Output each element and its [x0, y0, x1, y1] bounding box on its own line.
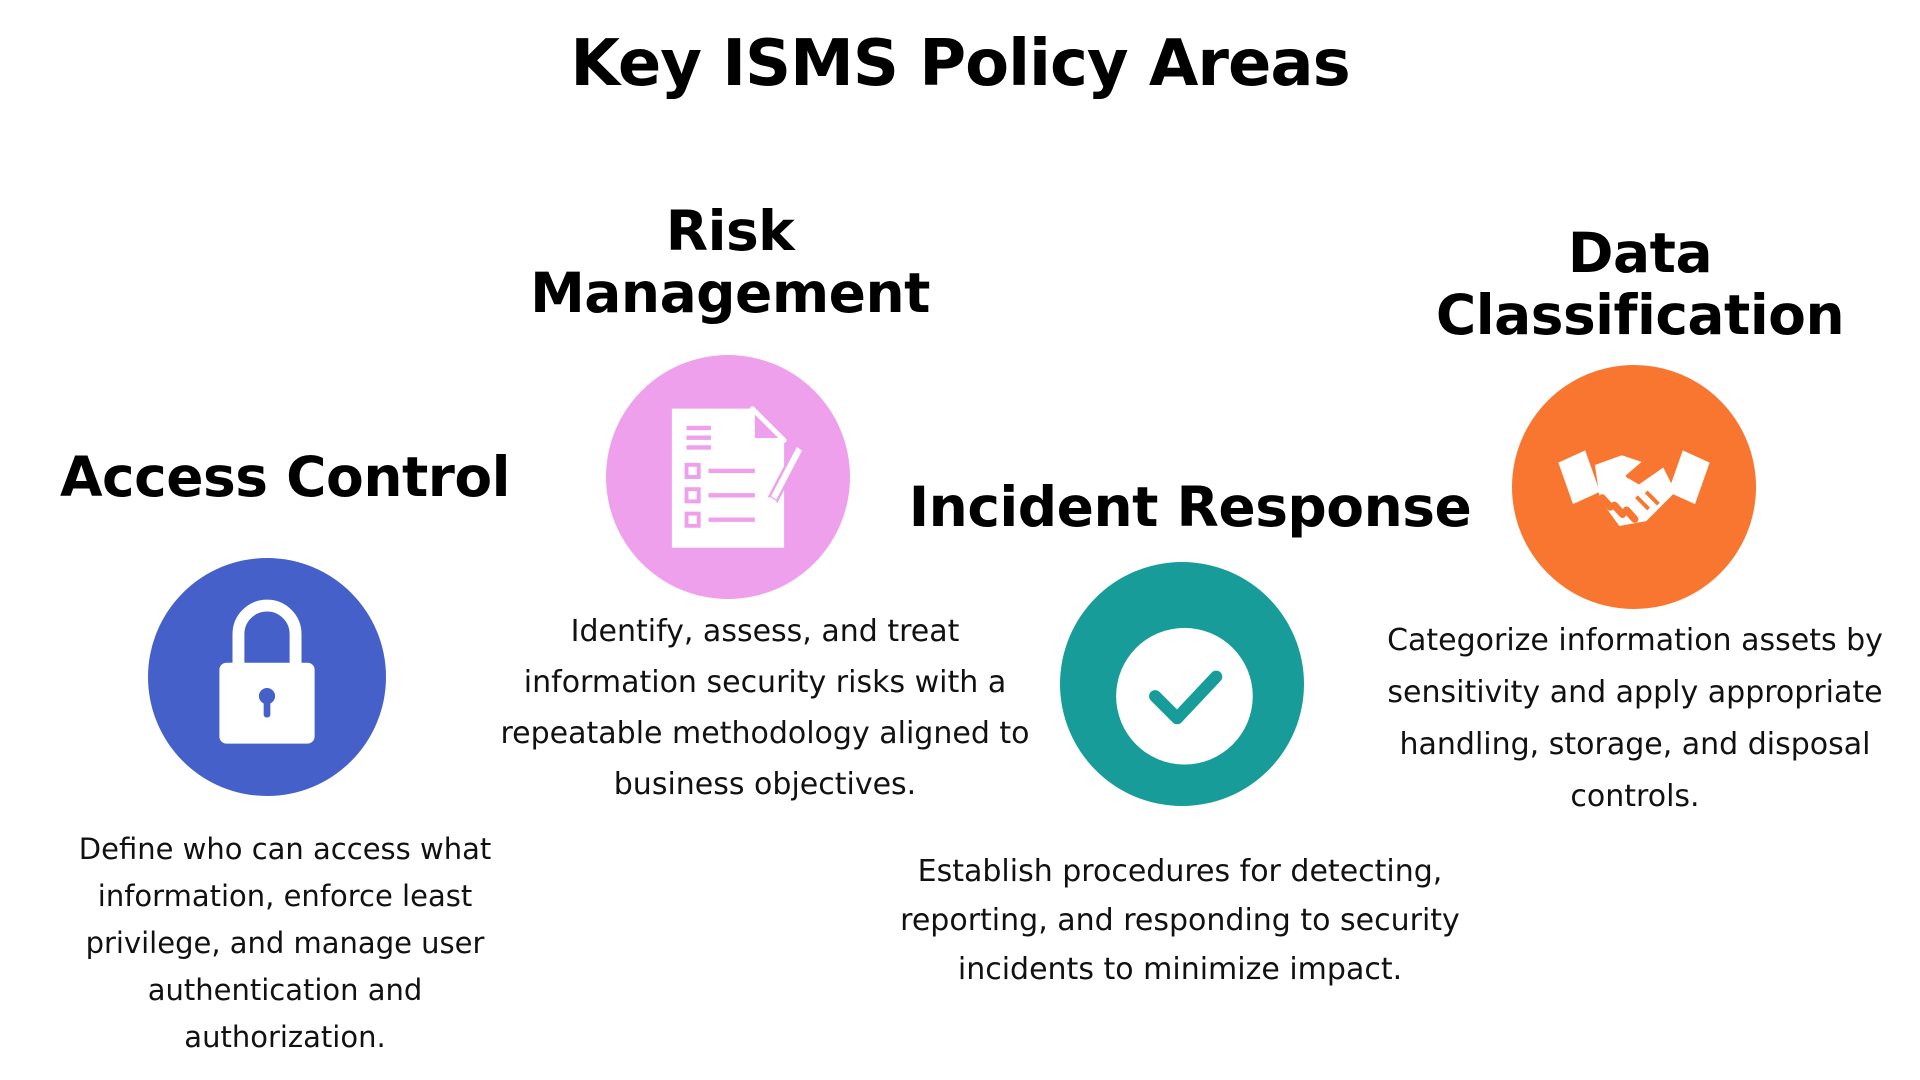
incident-response-heading: Incident Response	[908, 475, 1472, 539]
risk-management-circle	[606, 355, 850, 599]
checkmark-icon	[1060, 562, 1304, 806]
access-control-heading: Access Control	[59, 445, 511, 509]
page-title: Key ISMS Policy Areas	[570, 27, 1350, 101]
risk-management-description: Identify, assess, and treat information …	[500, 614, 1030, 802]
data-classification-description: Categorize information assets by sensiti…	[1387, 623, 1883, 814]
data-classification-heading: Data Classification	[1435, 221, 1845, 347]
handshake-icon	[1512, 365, 1756, 609]
access-control-circle	[148, 558, 386, 796]
access-control-description: Define who can access what information, …	[78, 832, 492, 1054]
risk-management-heading: Risk Management	[530, 199, 930, 325]
checklist-document-icon	[606, 355, 850, 599]
data-classification-circle	[1512, 365, 1756, 609]
incident-response-description: Establish procedures for detecting, repo…	[900, 854, 1460, 987]
padlock-icon	[148, 558, 386, 796]
incident-response-circle	[1060, 562, 1304, 806]
